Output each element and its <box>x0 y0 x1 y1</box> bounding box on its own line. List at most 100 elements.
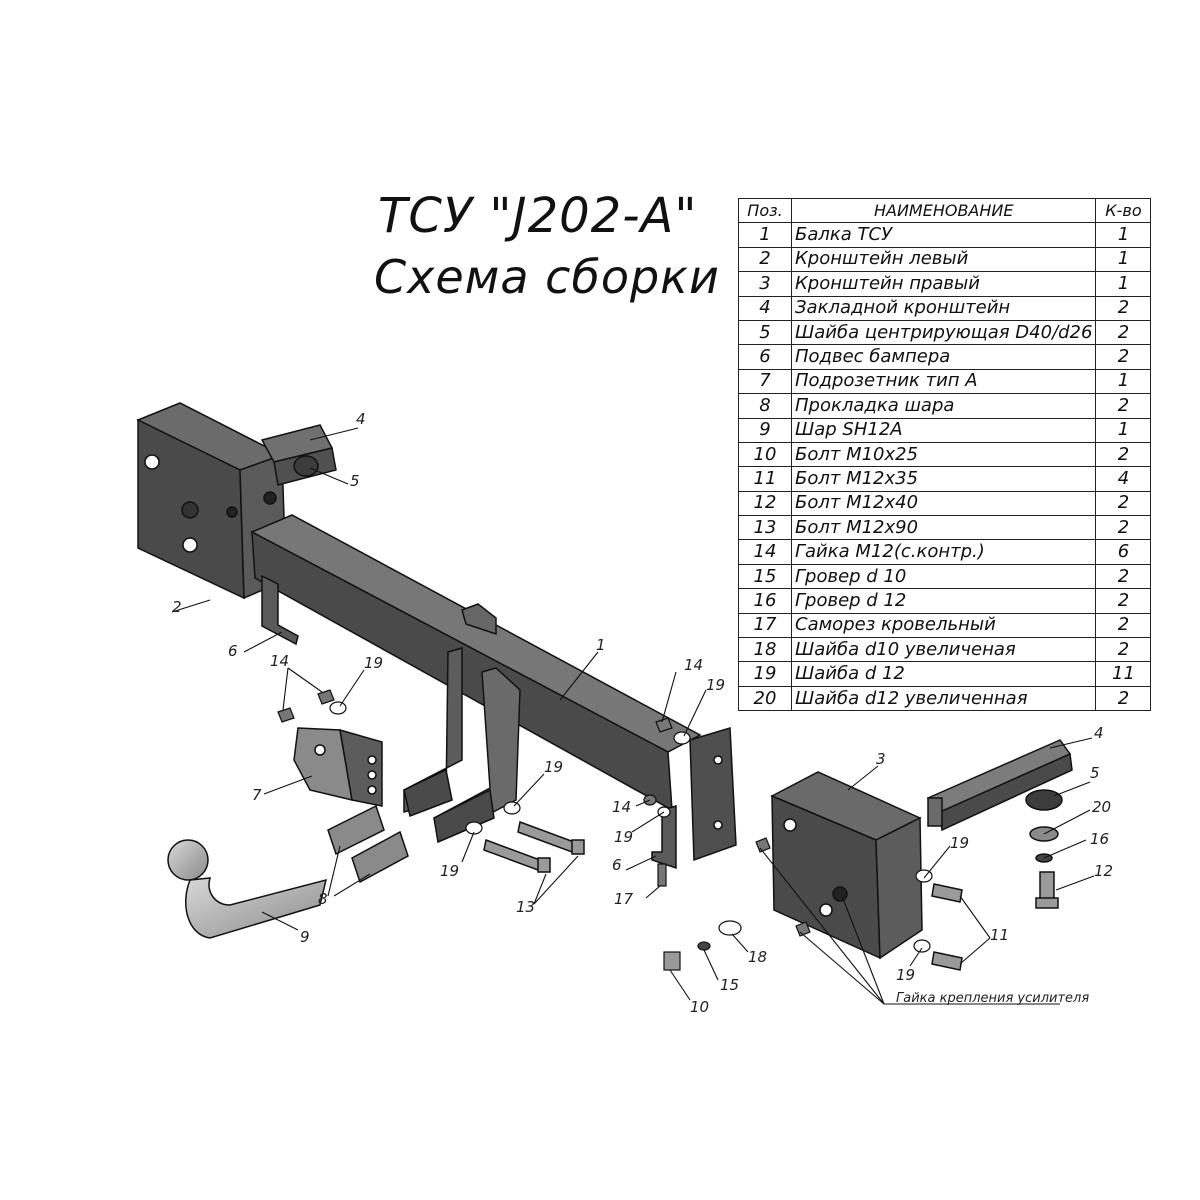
row-qty: 1 <box>1095 246 1152 273</box>
row-name: Гайка М12(с.контр.) <box>790 539 1097 565</box>
header-qty: К-во <box>1095 197 1152 224</box>
callout-18: 18 <box>748 948 767 966</box>
callout-15: 15 <box>720 976 739 994</box>
socket-plate <box>293 727 383 807</box>
row-qty: 4 <box>1095 466 1152 492</box>
row-qty: 1 <box>1095 271 1152 297</box>
row-qty: 2 <box>1095 685 1152 712</box>
callout-20: 20 <box>1092 798 1111 816</box>
bolts-11 <box>931 883 963 971</box>
callout-19-f: 19 <box>950 834 969 852</box>
callout-14-right: 14 <box>684 656 703 674</box>
row-name: Кронштейн правый <box>790 271 1097 297</box>
callout-7: 7 <box>252 786 262 804</box>
row-qty: 2 <box>1095 393 1152 419</box>
tow-ball <box>167 839 328 939</box>
insert-bracket-right <box>926 739 1073 832</box>
row-qty: 2 <box>1095 588 1152 614</box>
bumper-hanger-left <box>261 574 299 646</box>
callout-17: 17 <box>614 890 634 908</box>
row-qty: 1 <box>1095 222 1152 248</box>
row-name: Шайба центрирующая D40/d26 <box>790 319 1097 346</box>
callout-14-left: 14 <box>270 652 289 670</box>
callout-12: 12 <box>1094 862 1113 880</box>
row-qty: 1 <box>1095 368 1152 395</box>
row-qty: 1 <box>1095 417 1152 443</box>
row-pos: 4 <box>738 295 792 321</box>
row-pos: 7 <box>738 368 792 395</box>
callout-5-right: 5 <box>1090 764 1100 782</box>
row-name: Болт М12х90 <box>790 515 1097 541</box>
callout-19-e: 19 <box>440 862 459 880</box>
callout-4-left: 4 <box>356 410 366 428</box>
row-name: Прокладка шара <box>790 393 1097 419</box>
row-pos: 10 <box>738 441 792 468</box>
row-pos: 6 <box>738 344 792 370</box>
row-qty: 11 <box>1095 661 1152 687</box>
row-qty: 2 <box>1095 295 1152 321</box>
row-pos: 2 <box>738 246 792 273</box>
callout-5-left: 5 <box>350 472 360 490</box>
callout-19-d: 19 <box>614 828 633 846</box>
row-name: Шар SH12A <box>790 417 1097 443</box>
small-fasteners <box>277 689 933 971</box>
row-pos: 11 <box>738 466 792 492</box>
drawing-title: ТСУ "J202-A" <box>378 188 698 244</box>
row-qty: 2 <box>1095 515 1152 541</box>
row-qty: 2 <box>1095 441 1152 468</box>
row-name: Подрозетник тип А <box>790 368 1097 395</box>
leader-lines <box>171 427 1095 1005</box>
row-name: Шайба d10 увеличеная <box>790 637 1097 663</box>
callout-6-left: 6 <box>228 642 238 660</box>
row-pos: 5 <box>738 319 792 346</box>
drawing-subtitle: Схема сборки <box>374 250 720 304</box>
row-name: Кронштейн левый <box>790 246 1097 273</box>
row-pos: 3 <box>738 271 792 297</box>
row-qty: 2 <box>1095 344 1152 370</box>
row-pos: 16 <box>738 588 792 614</box>
callout-16: 16 <box>1090 830 1109 848</box>
row-name: Саморез кровельный <box>790 612 1097 639</box>
insert-bracket-left <box>260 424 337 486</box>
callout-14-lower: 14 <box>612 798 631 816</box>
row-name: Болт М10х25 <box>790 441 1097 468</box>
row-name: Подвес бампера <box>790 344 1097 370</box>
callout-3: 3 <box>876 750 886 768</box>
row-qty: 2 <box>1095 319 1152 346</box>
ball-spacers <box>327 804 409 884</box>
callouts: 1 2 3 4 4 5 5 6 6 7 8 9 10 11 12 13 14 1… <box>172 410 1113 1016</box>
callout-1: 1 <box>596 636 606 654</box>
row-qty: 6 <box>1095 539 1152 565</box>
callout-19-c: 19 <box>544 758 563 776</box>
callout-19-g: 19 <box>896 966 915 984</box>
callout-10: 10 <box>690 998 709 1016</box>
callout-19-a: 19 <box>364 654 383 672</box>
row-name: Болт М12х40 <box>790 490 1097 517</box>
callout-11: 11 <box>990 926 1009 944</box>
callout-8: 8 <box>318 890 328 908</box>
row-pos: 17 <box>738 612 792 639</box>
row-name: Гровер d 12 <box>790 588 1097 614</box>
row-pos: 13 <box>738 515 792 541</box>
row-name: Болт М12х35 <box>790 466 1097 492</box>
callout-6-right: 6 <box>612 856 622 874</box>
